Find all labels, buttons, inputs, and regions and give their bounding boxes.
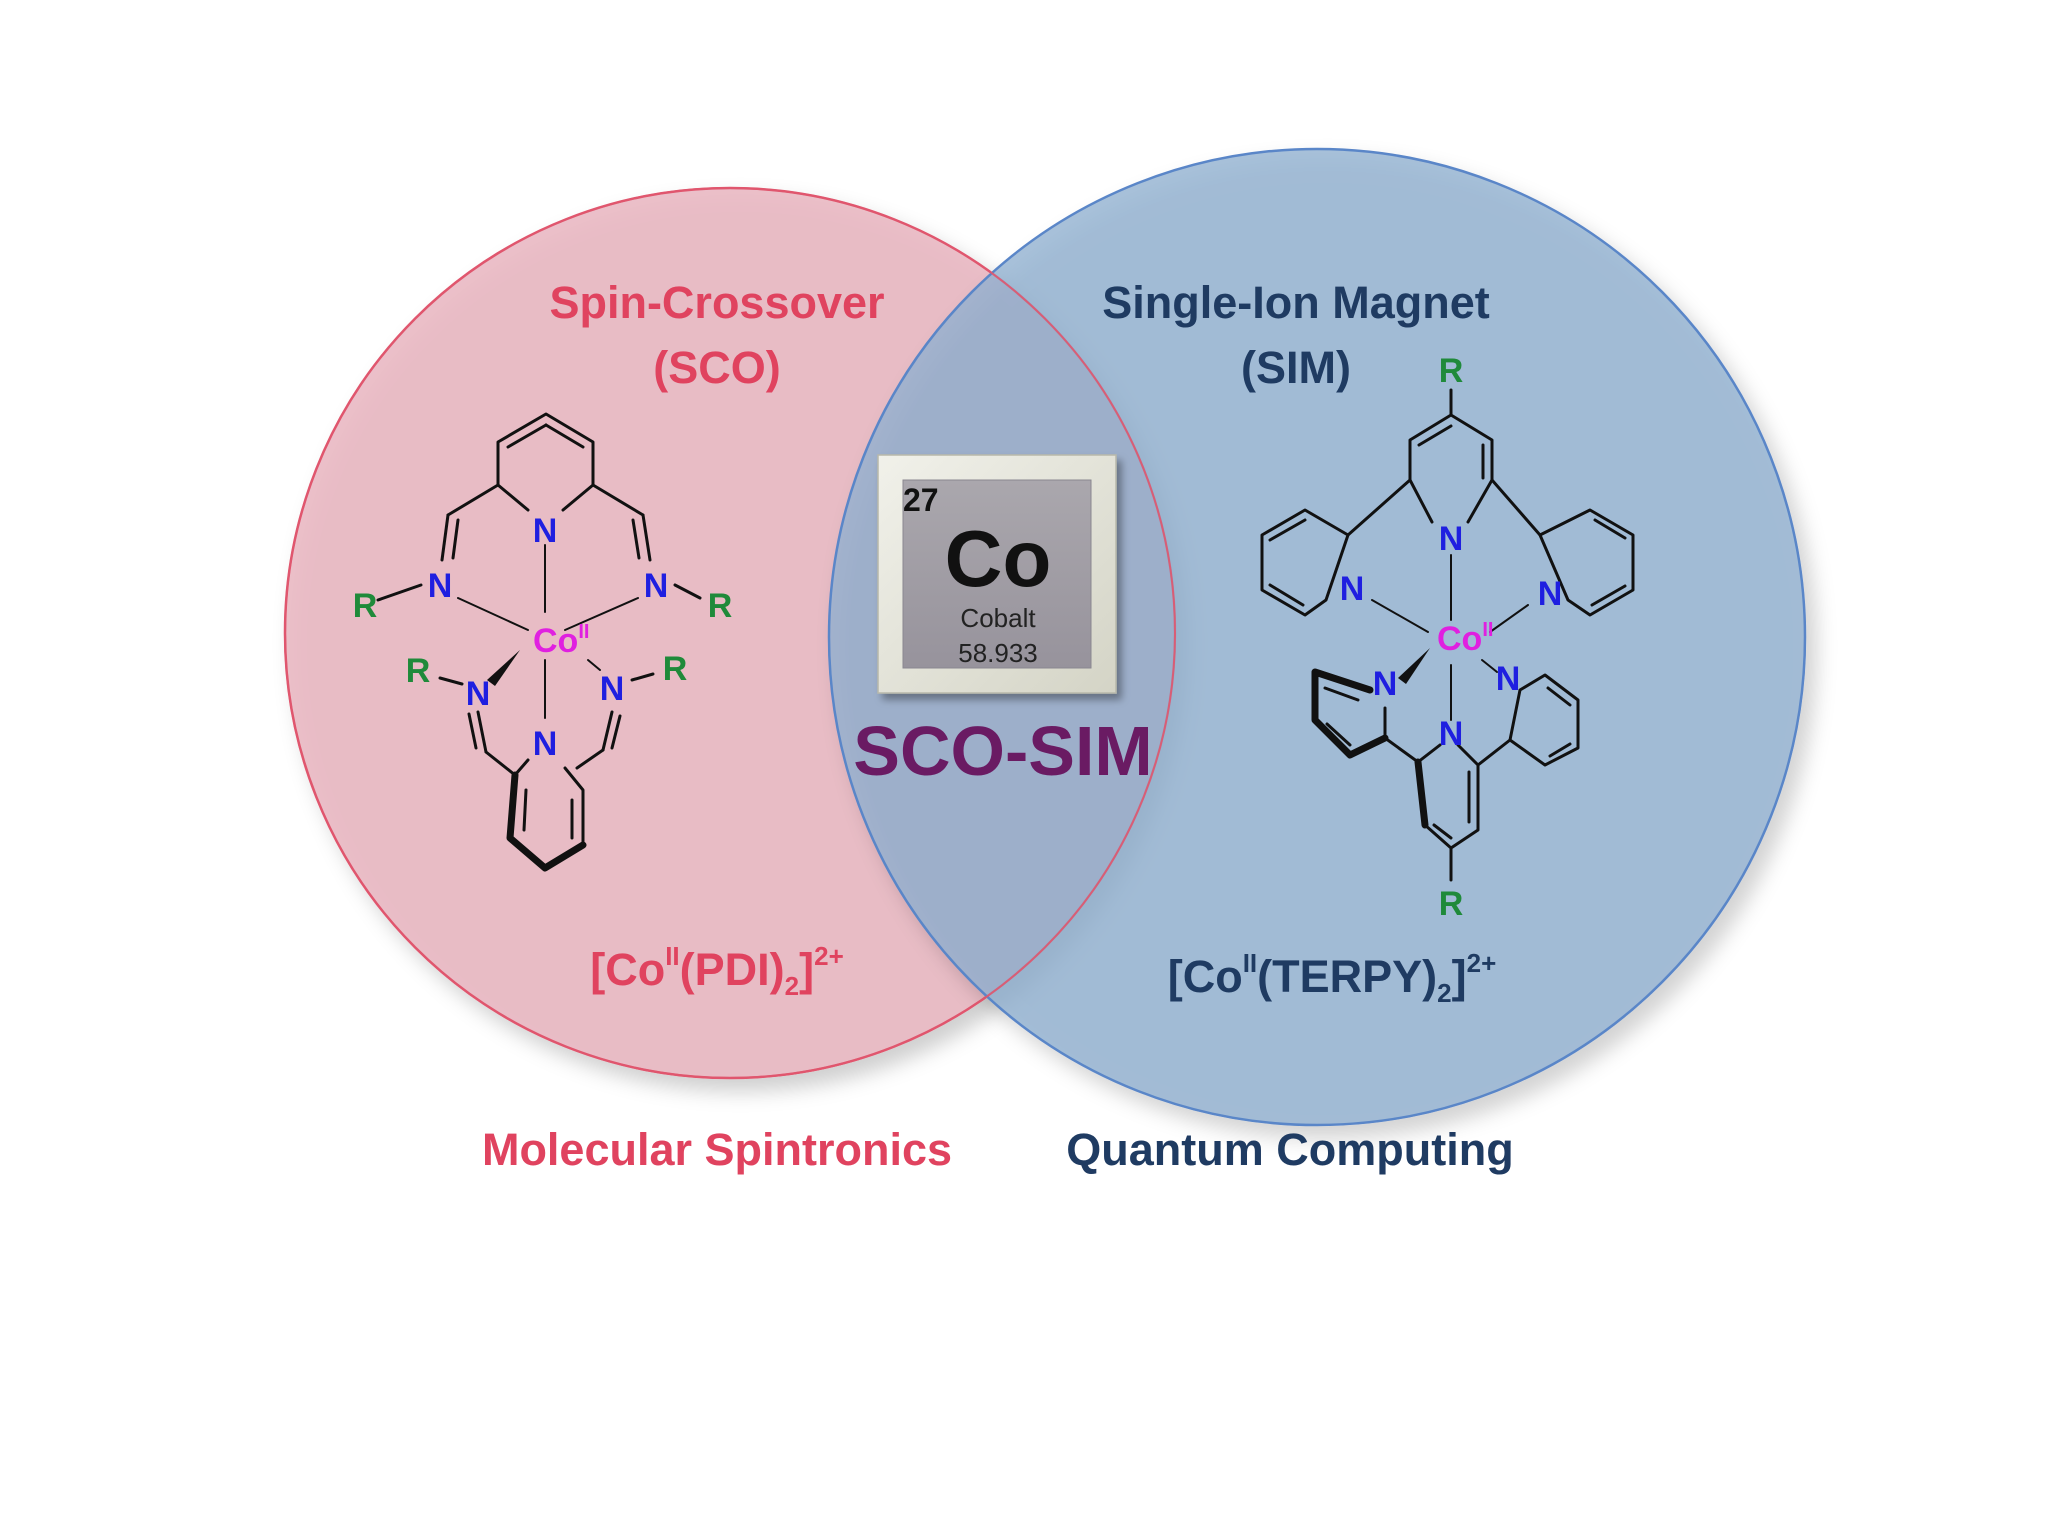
element-tile <box>877 454 1117 694</box>
sco-application: Molecular Spintronics <box>482 1124 952 1175</box>
pdi-n-right: N <box>644 567 669 605</box>
terpy-cobalt-center: CoII <box>1437 619 1493 658</box>
sco-title-line1: Spin-Crossover <box>549 277 884 328</box>
sco-formula: [CoII(PDI)2]2+ <box>590 941 844 1001</box>
element-mass: 58.933 <box>958 638 1038 668</box>
element-atomic-number: 27 <box>903 482 939 518</box>
pdi-n-left: N <box>428 567 453 605</box>
terpy-r-bottom: R <box>1439 885 1464 923</box>
sco-circle-outline <box>284 187 1176 1079</box>
cobalt-terpy-complex-structure-icon <box>1260 388 1635 882</box>
terpy-n-left: N <box>1340 570 1365 608</box>
overlap-label: SCO-SIM <box>853 712 1152 790</box>
terpy-n-central: N <box>1439 520 1464 558</box>
sim-formula: [CoII(TERPY)2]2+ <box>1168 948 1497 1008</box>
terpy-n-right: N <box>1538 575 1563 613</box>
element-name: Cobalt <box>960 603 1036 633</box>
pdi-n-bottom: N <box>533 725 558 763</box>
sco-title-line2: (SCO) <box>653 342 781 393</box>
terpy-n-lower-left: N <box>1373 665 1398 703</box>
terpy-n-lower-central: N <box>1439 715 1464 753</box>
pdi-r-left: R <box>353 587 378 625</box>
pdi-r-lower-left: R <box>406 652 431 690</box>
element-symbol: Co <box>945 514 1052 603</box>
sim-title-line2: (SIM) <box>1241 342 1351 393</box>
terpy-r-top: R <box>1439 352 1464 390</box>
pdi-n-lower-right: N <box>600 670 625 708</box>
sim-application: Quantum Computing <box>1066 1124 1513 1175</box>
pdi-r-right: R <box>708 587 733 625</box>
pdi-n-lower-left: N <box>466 675 491 713</box>
pdi-cobalt-center: CoII <box>533 621 589 660</box>
pdi-n-top: N <box>533 512 558 550</box>
sim-circle <box>827 147 1807 1127</box>
terpy-n-lower-right: N <box>1496 660 1521 698</box>
sim-title-line1: Single-Ion Magnet <box>1102 277 1490 328</box>
pdi-r-lower-right: R <box>663 650 688 688</box>
cobalt-pdi-complex-structure-icon <box>376 412 702 872</box>
